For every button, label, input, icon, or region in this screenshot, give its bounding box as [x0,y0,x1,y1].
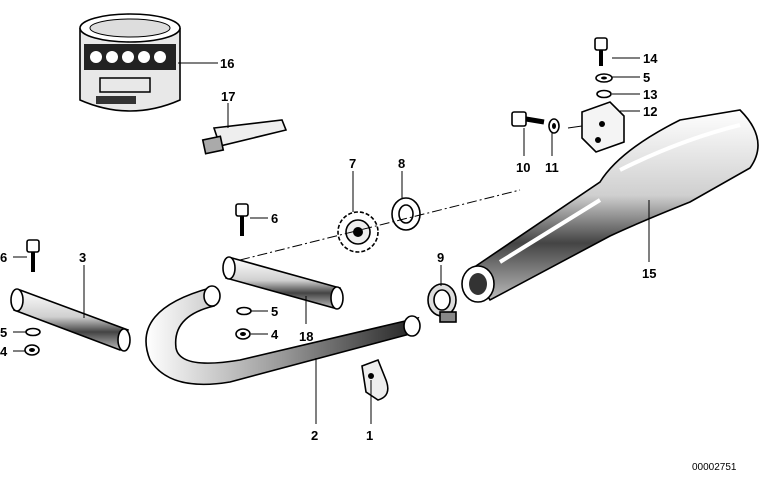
part-6-bolt-center [235,203,249,236]
callout-6-center: 6 [271,211,278,226]
callout-4-center: 4 [271,327,279,342]
callout-18: 18 [299,329,313,344]
callout-5-top: 5 [643,70,650,85]
leader-lines [13,57,650,424]
callout-5-left: 5 [0,325,7,340]
part-12-bracket [567,101,625,153]
part-15-muffler [461,109,759,303]
callout-2: 2 [311,428,318,443]
part-5-washer-top [595,73,613,83]
part-11-nut [548,118,560,134]
part-13-lock-washer [596,89,612,99]
callout-8: 8 [398,156,405,171]
part-3-left-tube [10,288,131,352]
part-9-clamp [427,283,457,323]
part-5-washer-center [236,306,252,316]
part-7-spring-ring [337,211,379,253]
part-2-crossover-pipe [145,285,421,386]
part-8-sealing-ring [391,197,421,231]
document-number: 00002751 [692,462,737,473]
part-16-grease-tin [79,13,181,112]
callout-15: 15 [642,266,656,281]
part-4-nut-center [235,328,251,340]
callout-3: 3 [79,250,86,265]
part-1-hanger-bracket [361,358,389,401]
callout-1: 1 [366,428,373,443]
callout-5-center: 5 [271,304,278,319]
callout-12: 12 [643,104,657,119]
callout-10: 10 [516,160,530,175]
part-5-washer-left [25,327,41,337]
part-6-bolt-left [26,239,40,272]
callout-13: 13 [643,87,657,102]
part-14-bolt [594,37,608,66]
callout-9: 9 [437,250,444,265]
part-18-crossbar-tube [222,256,344,310]
callout-7: 7 [349,156,356,171]
callout-16: 16 [220,56,234,71]
part-17-paste-tube [201,119,288,155]
callout-14: 14 [643,51,658,66]
part-4-nut-left [24,344,40,356]
callout-11: 11 [545,160,559,175]
callout-17: 17 [221,89,235,104]
callout-6-left: 6 [0,250,7,265]
callout-4-left: 4 [0,344,8,359]
part-10-bolt [511,111,545,127]
